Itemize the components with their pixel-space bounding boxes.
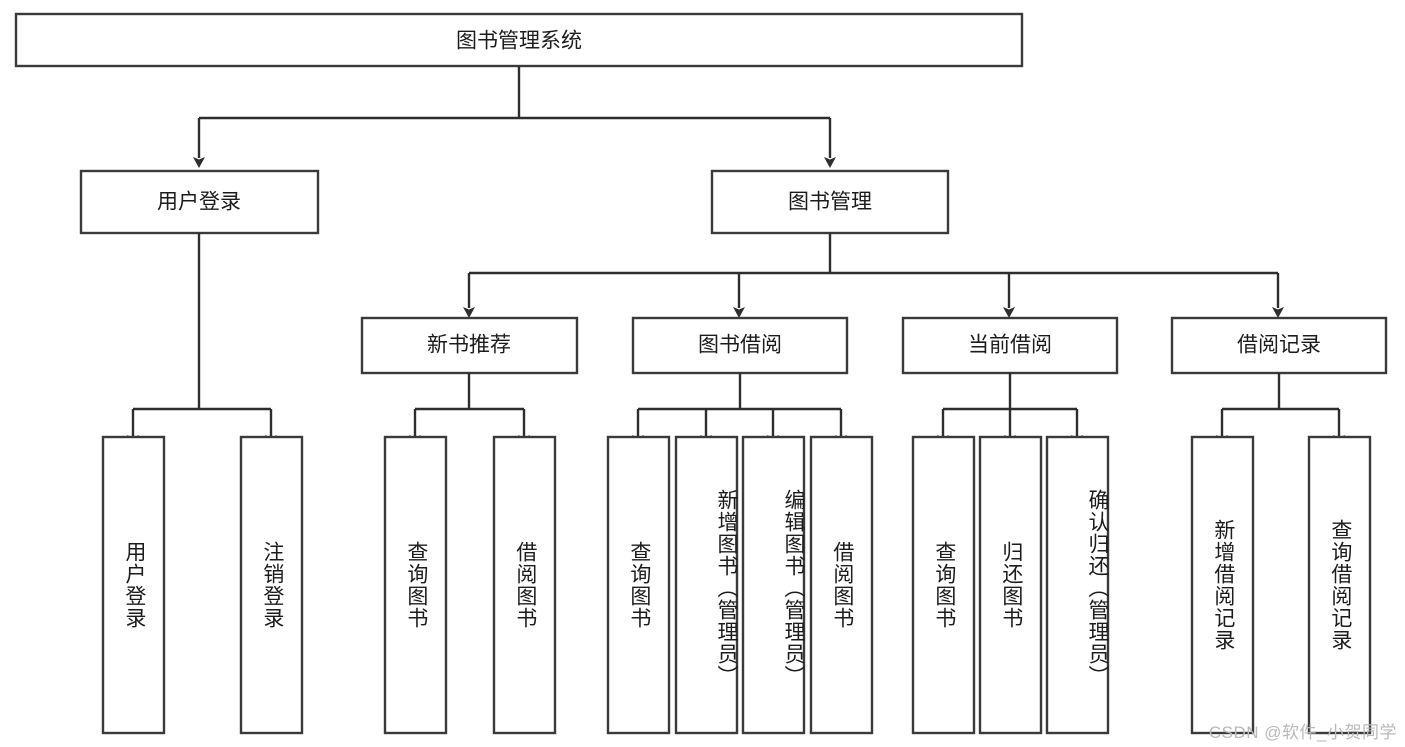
node-borrow-record-label: 借阅记录 (1237, 334, 1321, 357)
leaf-box-return-book[interactable] (978, 435, 1043, 735)
node-book-management-system[interactable] (14, 12, 1024, 68)
node-book-manage-label: 图书管理 (788, 191, 872, 214)
node-book-manage[interactable] (710, 169, 950, 235)
node-new-book-recommend-label: 新书推荐 (427, 334, 511, 357)
leaf-box-logout-login[interactable] (239, 435, 304, 735)
node-book-borrow[interactable] (631, 316, 849, 375)
leaf-box-query-book-3[interactable] (911, 435, 976, 735)
leaf-box-edit-book[interactable] (741, 435, 806, 735)
node-current-borrow-label: 当前借阅 (968, 334, 1052, 357)
leaf-box-borrow-book-1[interactable] (492, 435, 557, 735)
csdn-watermark: CSDN @软件_小贺同学 (1208, 723, 1397, 742)
leaf-box-confirm-return[interactable] (1045, 435, 1110, 735)
leaf-box-user-login[interactable] (101, 435, 166, 735)
node-user-login-label: 用户登录 (157, 191, 241, 214)
leaf-box-query-book-1[interactable] (383, 435, 448, 735)
node-new-book-recommend[interactable] (360, 316, 579, 375)
leaf-box-query-book-2[interactable] (606, 435, 671, 735)
leaf-box-add-record[interactable] (1190, 435, 1255, 735)
leaf-box-query-record[interactable] (1307, 435, 1372, 735)
node-borrow-record[interactable] (1170, 316, 1388, 375)
leaf-box-borrow-book-2[interactable] (809, 435, 874, 735)
leaf-box-add-book[interactable] (674, 435, 739, 735)
node-book-management-system-label: 图书管理系统 (456, 30, 582, 53)
node-book-borrow-label: 图书借阅 (698, 334, 782, 357)
node-current-borrow[interactable] (901, 316, 1119, 375)
